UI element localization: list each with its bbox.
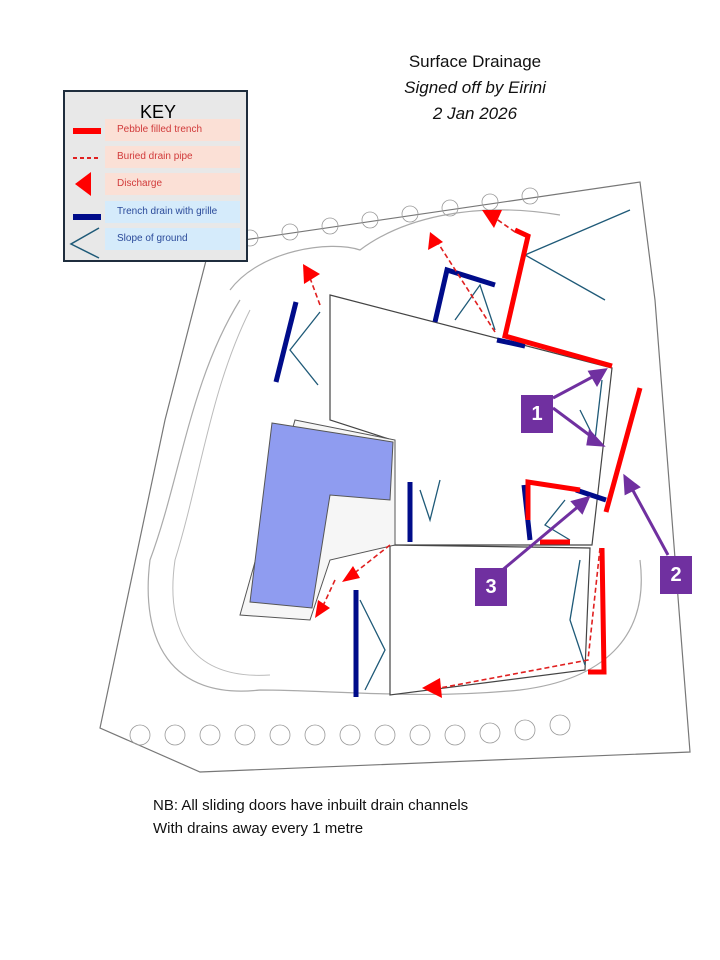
discharge-icon [75,172,91,196]
callout-arrows [499,368,670,574]
trees [129,187,571,746]
legend-item-pebble-trench: Pebble filled trench [105,119,240,141]
note-line1: NB: All sliding doors have inbuilt drain… [153,797,469,814]
site-boundary [99,181,691,773]
legend: KEY Pebble filled trench Buried drain pi… [63,90,248,262]
legend-symbols [69,128,101,259]
title-line2: Signed off by Eirini [404,78,546,97]
callout-1: 1 [521,395,553,433]
buried-drain-pipes [309,217,601,689]
legend-item-buried-pipe: Buried drain pipe [105,146,240,168]
callout-2: 2 [660,556,692,594]
callout-3: 3 [475,568,507,606]
pebble-trench-icon [73,128,101,134]
legend-item-trench-grille: Trench drain with grille [105,201,240,223]
slope-icon [69,227,100,259]
discharge-arrows [303,210,502,698]
title-line3: 2 Jan 2026 [432,104,518,123]
lower-building [389,544,591,696]
legend-item-slope: Slope of ground [105,228,240,250]
legend-title: KEY [140,102,177,122]
pebble-trenches [502,227,643,675]
note-line2: With drains away every 1 metre [153,820,364,837]
title-line1: Surface Drainage [408,52,542,71]
legend-item-discharge: Discharge [105,173,240,195]
trench-grille-icon [73,214,101,220]
pool [249,422,394,609]
